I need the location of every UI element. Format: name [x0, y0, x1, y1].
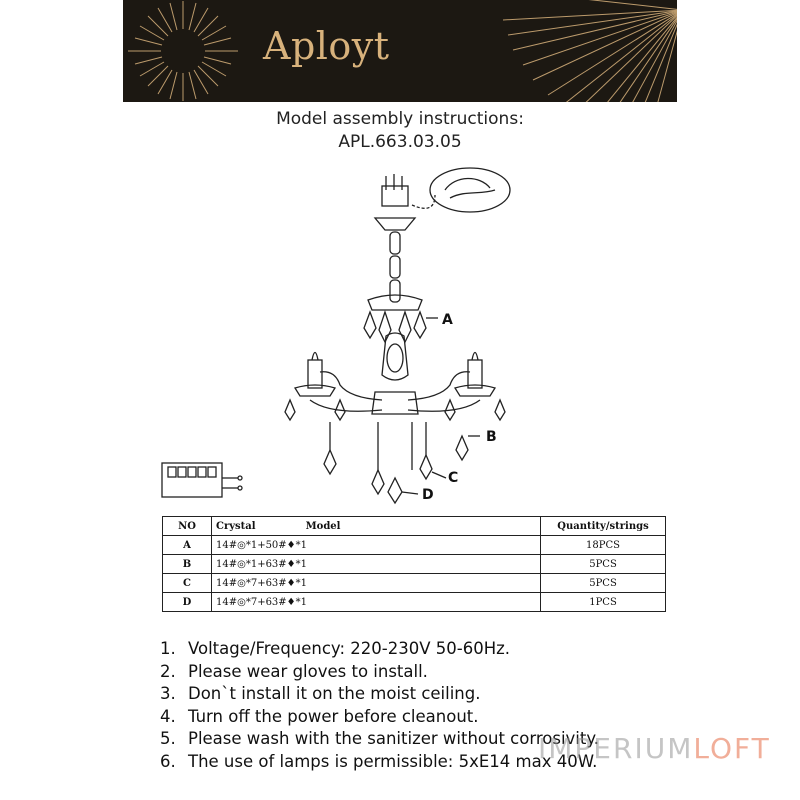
list-item: 6.The use of lamps is permissible: 5xE14… — [160, 751, 598, 771]
crystal-c-strings — [323, 422, 433, 496]
table-row: A 14#◎*1+50#♦*1 18PCS — [162, 535, 666, 555]
label-b: B — [486, 429, 497, 445]
center-body — [371, 391, 419, 415]
right-candle — [467, 359, 483, 389]
table-row: B 14#◎*1+63#♦*1 5PCS — [162, 554, 666, 574]
crystal-b-pendants — [284, 398, 506, 462]
safety-notes-list: 1.Voltage/Frequency: 220-230V 50-60Hz. 2… — [160, 638, 599, 773]
model-number: APL.663.03.05 — [338, 132, 462, 152]
table-row: D 14#◎*7+63#♦*1 1PCS — [162, 592, 666, 612]
chain — [389, 231, 401, 303]
list-item: 3.Don`t install it on the moist ceiling. — [160, 684, 481, 703]
row-no: D — [162, 592, 212, 612]
wiring-detail-callout — [429, 167, 511, 213]
list-item: 1.Voltage/Frequency: 220-230V 50-60Hz. — [160, 639, 511, 658]
list-item: 5.Please wash with the sanitizer without… — [160, 729, 600, 748]
left-candle — [307, 359, 323, 389]
row-qty: 18PCS — [540, 535, 666, 555]
left-arm — [319, 371, 383, 401]
label-a: A — [442, 312, 453, 328]
right-flame — [471, 351, 479, 361]
terminal-block — [161, 462, 223, 498]
right-arm — [407, 371, 471, 401]
brand-logo-text: Aployt — [263, 24, 390, 68]
mounting-bracket — [381, 185, 409, 207]
header-quantity: Quantity/strings — [540, 516, 666, 536]
list-item: 2.Please wear gloves to install. — [160, 661, 428, 681]
row-qty: 1PCS — [540, 592, 666, 612]
instructions-title: Model assembly instructions: — [276, 109, 524, 129]
chandelier-diagram: A B C D — [161, 167, 511, 505]
table-row: C 14#◎*7+63#♦*1 5PCS — [162, 573, 666, 593]
sunburst-graphic — [128, 0, 677, 102]
brand-banner: Aployt — [123, 0, 677, 102]
ceiling-canopy — [373, 217, 417, 231]
watermark: IMPERIUMLOFT — [538, 732, 771, 765]
row-no: B — [162, 554, 212, 574]
label-c: C — [448, 470, 458, 486]
central-stem — [381, 332, 409, 381]
crystal-a-pendants — [363, 309, 427, 344]
row-qty: 5PCS — [540, 554, 666, 574]
crystal-d-pendant — [387, 476, 403, 505]
label-d: D — [422, 487, 434, 503]
header-no: NO — [162, 516, 212, 536]
left-flame — [311, 351, 319, 361]
list-item: 4.Turn off the power before cleanout. — [160, 706, 479, 726]
upper-crown — [367, 294, 423, 311]
row-model: 14#◎*7+63#♦*1 — [211, 573, 541, 593]
row-no: C — [162, 573, 212, 593]
row-model: 14#◎*1+50#♦*1 — [211, 535, 541, 555]
row-model: 14#◎*7+63#♦*1 — [211, 592, 541, 612]
row-qty: 5PCS — [540, 573, 666, 593]
row-no: A — [162, 535, 212, 555]
row-model: 14#◎*1+63#♦*1 — [211, 554, 541, 574]
